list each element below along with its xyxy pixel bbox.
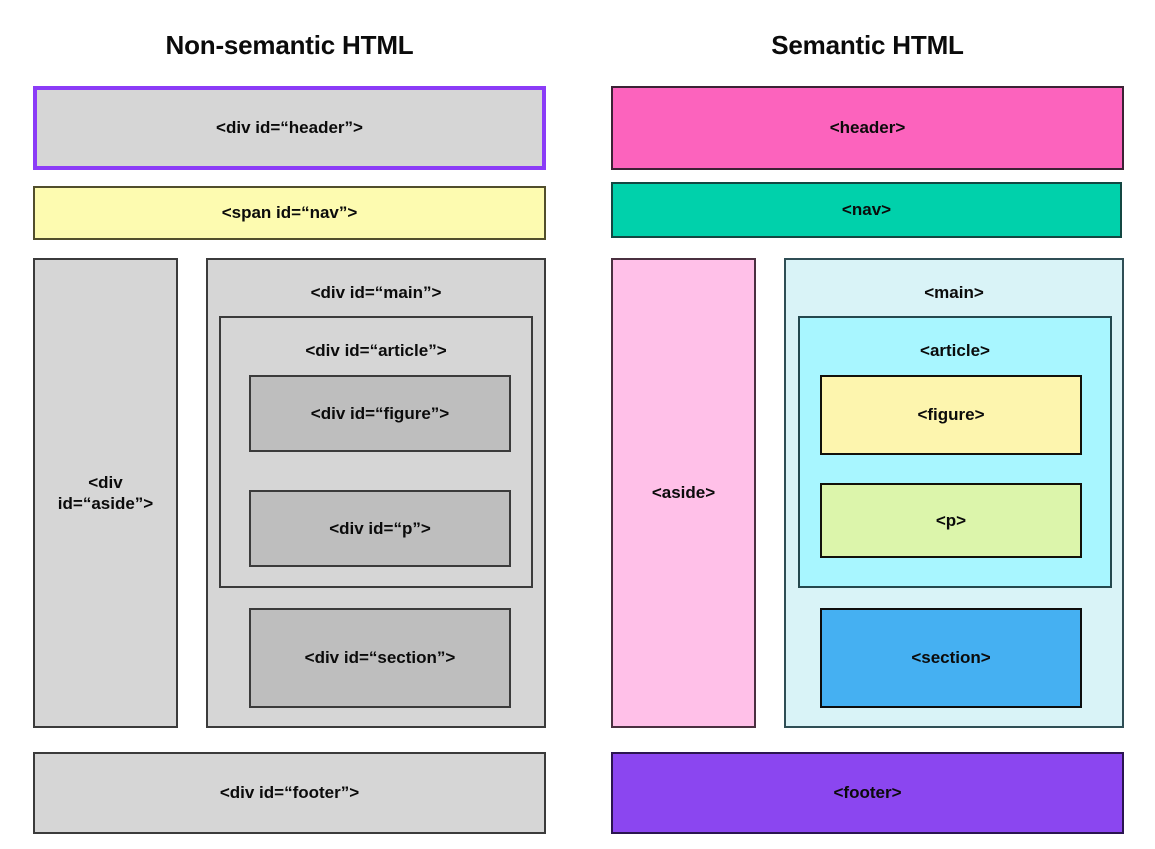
semantic-paragraph-box: <p> (820, 483, 1082, 558)
semantic-aside-box: <aside> (611, 258, 756, 728)
semantic-nav-box: <nav> (611, 182, 1122, 238)
semantic-header-label: <header> (829, 118, 906, 138)
non-semantic-article-label: <div id=“article”> (305, 341, 447, 360)
non-semantic-main-label: <div id=“main”> (310, 283, 442, 302)
column-title-non-semantic: Non-semantic HTML (165, 30, 414, 60)
non-semantic-header-label: <div id=“header”> (216, 118, 363, 138)
non-semantic-header-box: <div id=“header”> (33, 86, 546, 170)
non-semantic-footer-label: <div id=“footer”> (219, 783, 360, 803)
non-semantic-footer-box: <div id=“footer”> (33, 752, 546, 834)
semantic-aside-label: <aside> (651, 483, 716, 503)
column-title-semantic: Semantic HTML (771, 30, 964, 60)
semantic-header-box: <header> (611, 86, 1124, 170)
semantic-footer-label: <footer> (833, 783, 902, 803)
semantic-nav-label: <nav> (841, 200, 892, 220)
semantic-section-label: <section> (911, 648, 991, 668)
non-semantic-section-box: <div id=“section”> (249, 608, 511, 708)
semantic-paragraph-label: <p> (935, 510, 967, 530)
non-semantic-figure-label: <div id=“figure”> (310, 403, 450, 423)
non-semantic-figure-box: <div id=“figure”> (249, 375, 511, 452)
semantic-footer-box: <footer> (611, 752, 1124, 834)
non-semantic-nav-label: <span id=“nav”> (221, 203, 358, 223)
semantic-figure-label: <figure> (917, 405, 985, 425)
non-semantic-section-label: <div id=“section”> (304, 648, 456, 668)
non-semantic-paragraph-box: <div id=“p”> (249, 490, 511, 567)
semantic-figure-box: <figure> (820, 375, 1082, 455)
non-semantic-paragraph-label: <div id=“p”> (329, 518, 431, 538)
semantic-article-label: <article> (920, 341, 990, 360)
non-semantic-nav-box: <span id=“nav”> (33, 186, 546, 240)
semantic-section-box: <section> (820, 608, 1082, 708)
semantic-main-label: <main> (924, 283, 984, 302)
